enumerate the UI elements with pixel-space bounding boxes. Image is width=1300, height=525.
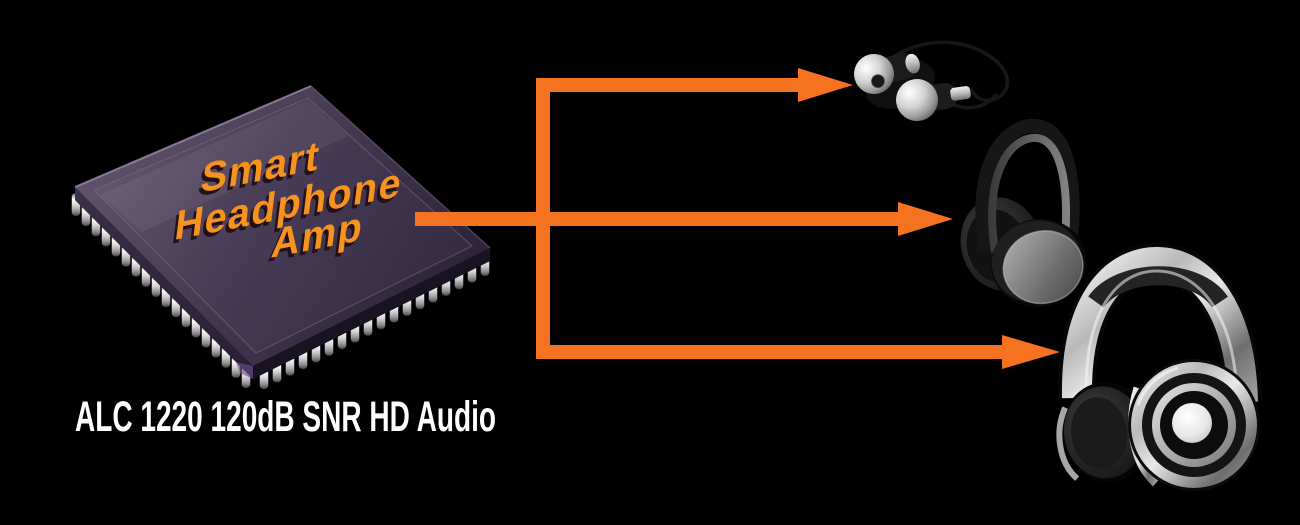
chip-face-sheen: [100, 100, 348, 232]
chip-edge-highlight: [74, 85, 312, 188]
chip-corner-glint: [236, 362, 253, 379]
arrowhead-top: [798, 68, 853, 102]
on-ear-headband: [975, 118, 1080, 252]
earbud-cable-2: [950, 93, 998, 110]
over-ear-headband-chrome: [1061, 247, 1258, 403]
on-ear-headband-inner: [988, 133, 1070, 253]
earbud-left: [854, 53, 920, 94]
arrowhead-bottom: [1002, 335, 1060, 369]
earbuds-icon: [854, 40, 1010, 121]
on-ear-headphones-icon: [960, 118, 1087, 308]
over-ear-right-cup: [1128, 359, 1260, 491]
signal-arrows: [415, 68, 1060, 369]
chip-face-inner: [93, 97, 473, 354]
on-ear-front-cup: [991, 218, 1087, 308]
earbud-cable: [891, 40, 1010, 103]
audio-chip: Smart Headphone Amp Smart Headphone Amp: [71, 85, 491, 390]
chip-side-left: [75, 187, 253, 379]
over-ear-headphones-icon: [1056, 243, 1262, 491]
chip-side-right: [253, 248, 490, 379]
over-ear-headband-leather-top: [1088, 266, 1228, 309]
chip-caption: ALC 1220 120dB SNR HD Audio: [75, 393, 496, 441]
earbud-right: [896, 79, 971, 121]
over-ear-headband-highlight: [1084, 269, 1239, 399]
arrowhead-middle: [898, 202, 953, 236]
